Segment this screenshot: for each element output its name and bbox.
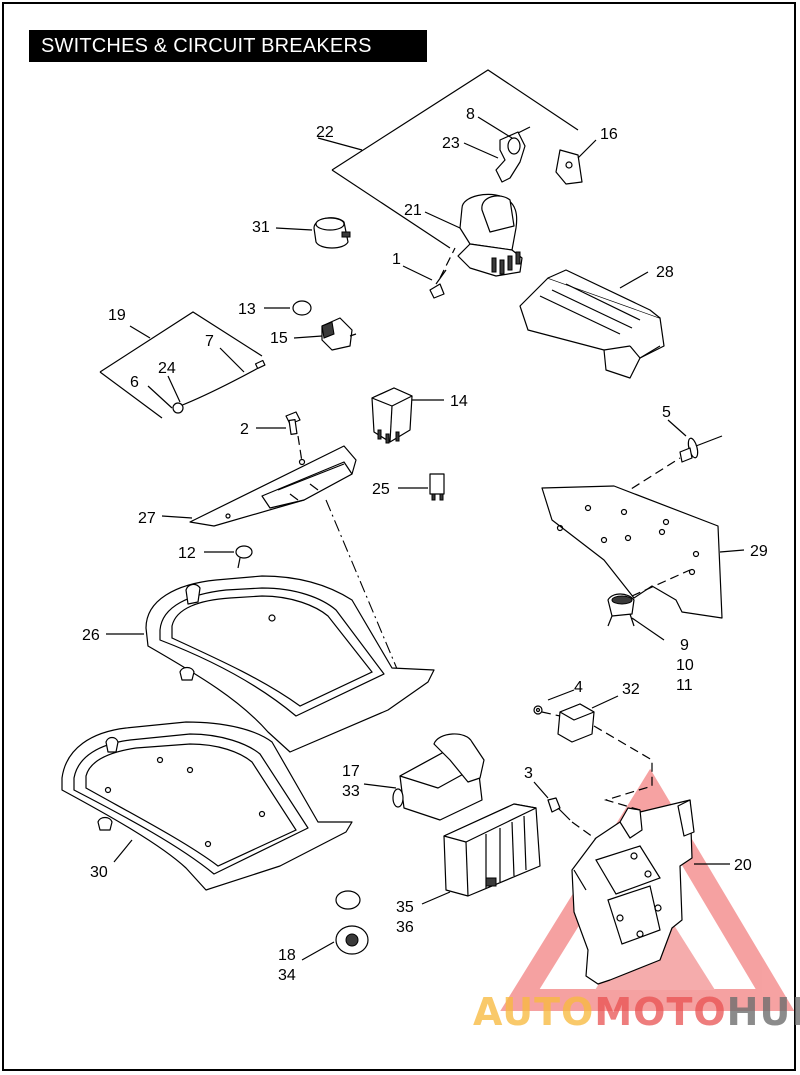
callout-35: 35 xyxy=(396,899,414,916)
screw-part-1 xyxy=(429,247,456,299)
callout-26: 26 xyxy=(82,627,100,644)
fastener-part-12 xyxy=(235,545,253,569)
bracket-plate-part-29 xyxy=(541,485,723,619)
callout-21: 21 xyxy=(404,202,422,219)
callout-10: 10 xyxy=(676,657,694,674)
callout-36: 36 xyxy=(396,919,414,936)
callout-12: 12 xyxy=(178,545,196,562)
callout-23: 23 xyxy=(442,135,460,152)
callout-34: 34 xyxy=(278,967,296,984)
callout-18: 18 xyxy=(278,947,296,964)
rivet-part-5 xyxy=(679,435,723,463)
bolt-part-2 xyxy=(285,411,303,463)
callout-6: 6 xyxy=(130,374,139,391)
watermark-logo-text: AUTOMOTOHUB xyxy=(473,990,800,1034)
washer-part-18 xyxy=(335,890,369,955)
relay-part-14 xyxy=(371,387,413,444)
callout-labels: 22 8 23 16 21 31 1 28 19 13 15 7 24 6 14… xyxy=(82,106,768,984)
callout-27: 27 xyxy=(138,510,156,527)
callout-24: 24 xyxy=(158,360,176,377)
callout-3: 3 xyxy=(524,765,533,782)
callout-28: 28 xyxy=(656,264,674,281)
pressure-switch-part-15 xyxy=(321,317,357,351)
clip-part-23 xyxy=(495,126,531,183)
callout-9: 9 xyxy=(680,637,689,654)
o-ring-part-13 xyxy=(292,300,312,316)
callout-22: 22 xyxy=(316,124,334,141)
clip-part-9 xyxy=(607,593,635,627)
callout-16: 16 xyxy=(600,126,618,143)
callout-14: 14 xyxy=(450,393,468,410)
nut-part-4 xyxy=(533,705,543,715)
diagram-title: SWITCHES & CIRCUIT BREAKERS xyxy=(29,30,427,62)
tray-part-30 xyxy=(61,721,353,891)
callout-13: 13 xyxy=(238,301,256,318)
callout-8: 8 xyxy=(466,106,475,123)
callout-25: 25 xyxy=(372,481,390,498)
callout-19: 19 xyxy=(108,307,126,324)
callout-2: 2 xyxy=(240,421,249,438)
bolt-part-3 xyxy=(547,797,571,821)
mounting-bracket-part-20 xyxy=(571,799,695,985)
callout-1: 1 xyxy=(392,251,401,268)
circuit-breaker-part-21 xyxy=(457,193,523,277)
callout-4: 4 xyxy=(574,679,583,696)
callout-29: 29 xyxy=(750,543,768,560)
ground-cable-part-7 xyxy=(172,359,266,414)
callout-20: 20 xyxy=(734,857,752,874)
callout-30: 30 xyxy=(90,864,108,881)
callout-11: 11 xyxy=(676,677,693,694)
callout-7: 7 xyxy=(205,333,214,350)
module-part-17 xyxy=(392,733,485,821)
group-22-bracket xyxy=(317,69,579,249)
block-part-32 xyxy=(557,703,595,743)
group-19-bracket xyxy=(99,311,263,419)
cover-part-28 xyxy=(519,269,665,379)
callout-31: 31 xyxy=(252,219,270,236)
bracket-part-16 xyxy=(555,149,583,185)
tray-bracket-part-27 xyxy=(189,445,357,527)
callout-5: 5 xyxy=(662,404,671,421)
switch-part-31 xyxy=(313,217,351,249)
fuse-part-25 xyxy=(429,473,445,501)
callout-15: 15 xyxy=(270,330,288,347)
callout-32: 32 xyxy=(622,681,640,698)
tray-part-26 xyxy=(145,575,435,753)
callout-33: 33 xyxy=(342,783,360,800)
control-box-part-35 xyxy=(443,803,541,897)
callout-17: 17 xyxy=(342,763,360,780)
